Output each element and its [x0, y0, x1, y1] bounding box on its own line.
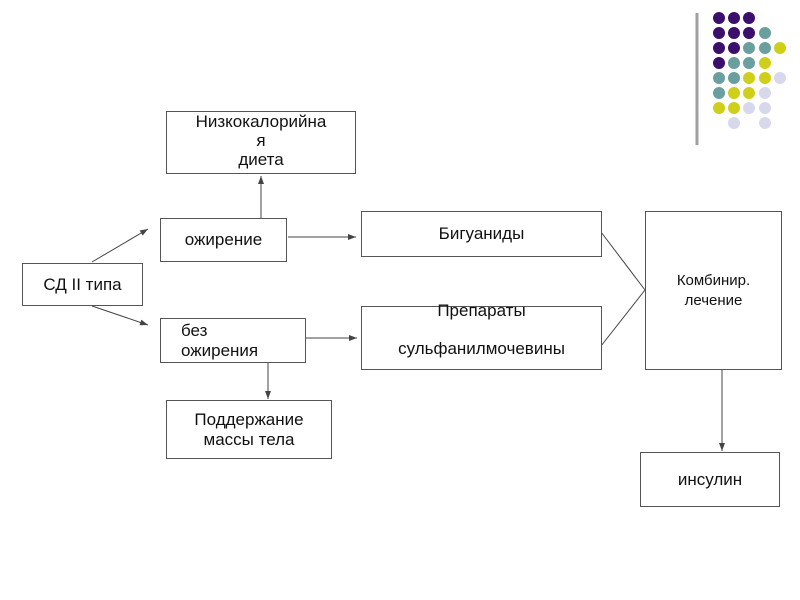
decor-dot — [743, 87, 756, 99]
box-label: ожирение — [184, 230, 263, 249]
decor-dot — [743, 27, 756, 39]
decor-dot — [713, 102, 725, 114]
decor-dot — [743, 57, 756, 69]
decor-dot — [713, 72, 725, 84]
box-biguanides: Бигуаниды — [361, 211, 602, 257]
box-label: без — [181, 320, 208, 340]
decor-dot — [773, 42, 786, 54]
box-label: Комбинир. — [676, 271, 751, 289]
box-insulin: инсулин — [640, 452, 780, 507]
decor-dot — [713, 42, 725, 54]
decor-dot — [758, 72, 771, 84]
box-label: лечение — [684, 291, 743, 309]
decor-dot — [758, 117, 771, 129]
decor-dot — [728, 12, 741, 24]
decor-dot — [758, 87, 771, 99]
arrow-to-no-obesity — [91, 305, 149, 326]
box-label: Бигуаниды — [438, 224, 525, 243]
box-label: диета — [238, 150, 284, 169]
decor-dot — [728, 72, 741, 84]
box-label: инсулин — [677, 469, 743, 489]
box-obesity: ожирение — [160, 218, 287, 262]
box-label: я — [256, 131, 266, 150]
line-sulfonyl-combined — [600, 289, 646, 347]
decor-dot — [713, 57, 725, 69]
decor-dot — [728, 87, 741, 99]
box-label: Препараты — [437, 301, 526, 320]
box-label: массы тела — [203, 429, 295, 449]
decor-dot — [758, 27, 771, 39]
decor-dot — [743, 72, 756, 84]
decor-dot — [758, 42, 771, 54]
box-label: сульфанилмочевины — [398, 339, 565, 358]
box-label: Поддержание — [194, 409, 304, 429]
decor-dot — [743, 42, 756, 54]
decor-dot — [743, 102, 756, 114]
decor-dot — [728, 27, 741, 39]
line-biguanides-combined — [600, 231, 646, 291]
box-sulfonyl: Препараты сульфанилмочевины — [361, 301, 602, 370]
decor-dot — [758, 57, 771, 69]
box-label: ожирения — [181, 340, 259, 360]
arrow-to-obesity — [91, 228, 149, 263]
box-combined: Комбинир. лечение — [645, 211, 782, 370]
decor-dot — [773, 72, 786, 84]
decor-dot — [743, 12, 756, 24]
decor-dot — [713, 87, 725, 99]
decor-dot — [758, 102, 771, 114]
decor-dot — [728, 57, 741, 69]
decor-dot — [728, 42, 741, 54]
box-label: СД II типа — [43, 274, 122, 294]
decor-dot — [728, 117, 741, 129]
decor-dot — [728, 102, 741, 114]
box-sd2: СД II типа — [22, 263, 143, 306]
decor-dot — [713, 12, 725, 24]
decor-dot — [713, 27, 725, 39]
box-label: Низкокалорийна — [195, 112, 327, 131]
